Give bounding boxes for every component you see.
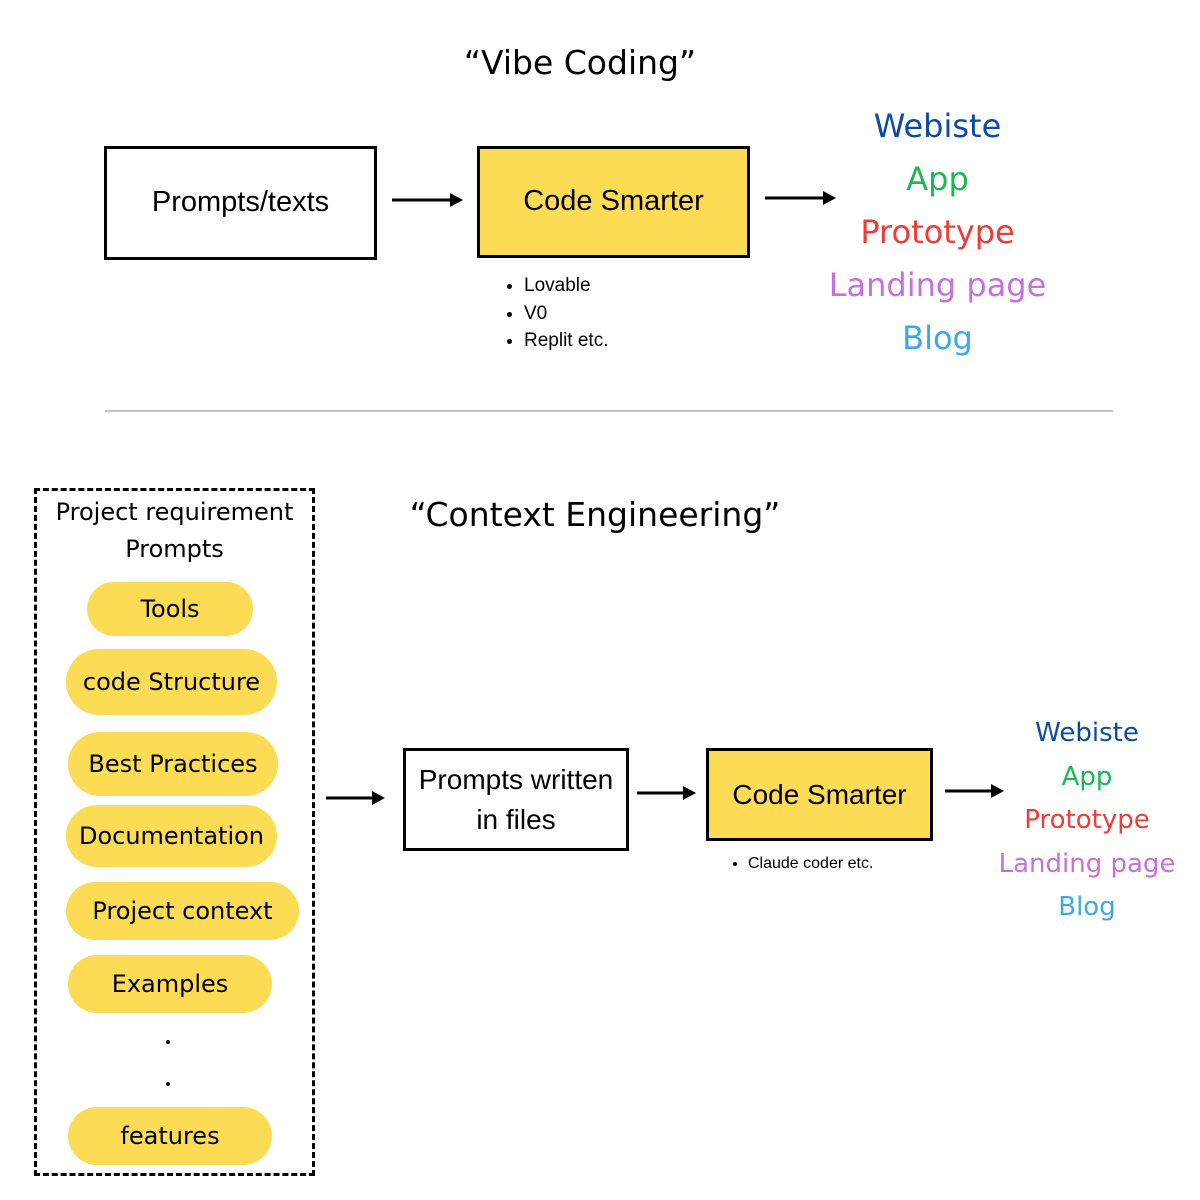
vibe-arrow-2 (765, 191, 836, 205)
list-item: Lovable (524, 272, 764, 300)
requirement-pill-best-practices: Best Practices (68, 732, 278, 796)
output-item: Blog (902, 319, 973, 357)
requirement-pill-code-structure: code Structure (66, 649, 277, 715)
list-item: Claude coder etc. (748, 853, 948, 875)
requirement-pill-examples: Examples (68, 955, 272, 1013)
requirement-pill-documentation: Documentation (66, 805, 277, 867)
vibe-prompts-box: Prompts/texts (104, 146, 377, 260)
requirement-pill-tools: Tools (87, 582, 253, 636)
vibe-code-smarter-box: Code Smarter (477, 146, 750, 258)
vibe-prompts-label: Prompts/texts (151, 186, 330, 219)
section-divider (105, 410, 1113, 412)
output-item: Webiste (873, 107, 1002, 145)
output-item: Blog (1058, 892, 1116, 922)
ellipsis-dot (166, 1082, 170, 1086)
context-code-smarter-box: Code Smarter (706, 748, 933, 841)
list-item: V0 (524, 300, 764, 328)
prompts-in-files-label: Prompts written in files (418, 764, 614, 835)
context-arrow-1 (326, 791, 385, 805)
context-code-smarter-label: Code Smarter (732, 778, 907, 810)
output-item: Prototype (1024, 805, 1150, 835)
requirement-pill-features: features (68, 1107, 272, 1165)
ellipsis-dot (166, 1040, 170, 1044)
output-item: Webiste (1035, 718, 1139, 748)
context-engineering-title: “Context Engineering” (409, 495, 781, 534)
output-item: Prototype (860, 213, 1015, 251)
vibe-coding-title: “Vibe Coding” (463, 43, 697, 82)
requirement-pill-project-context: Project context (66, 882, 299, 940)
context-outputs: Webiste App Prototype Landing page Blog (982, 712, 1192, 930)
vibe-arrow-1 (392, 193, 463, 207)
context-arrow-2 (637, 786, 696, 800)
list-item: Replit etc. (524, 327, 764, 355)
output-item: App (1061, 761, 1113, 792)
requirements-title: Project requirement Prompts (55, 498, 294, 563)
prompts-in-files-box: Prompts written in files (403, 748, 629, 851)
vibe-outputs: Webiste App Prototype Landing page Blog (815, 100, 1060, 365)
context-tools-list: Claude coder etc. (726, 853, 948, 875)
vibe-code-smarter-label: Code Smarter (523, 185, 704, 218)
output-item: Landing page (998, 848, 1176, 879)
output-item: Landing page (828, 266, 1047, 304)
vibe-tools-list: Lovable V0 Replit etc. (502, 272, 764, 355)
requirements-frame (34, 488, 315, 1176)
context-arrow-3 (945, 784, 1004, 798)
output-item: App (906, 160, 969, 198)
